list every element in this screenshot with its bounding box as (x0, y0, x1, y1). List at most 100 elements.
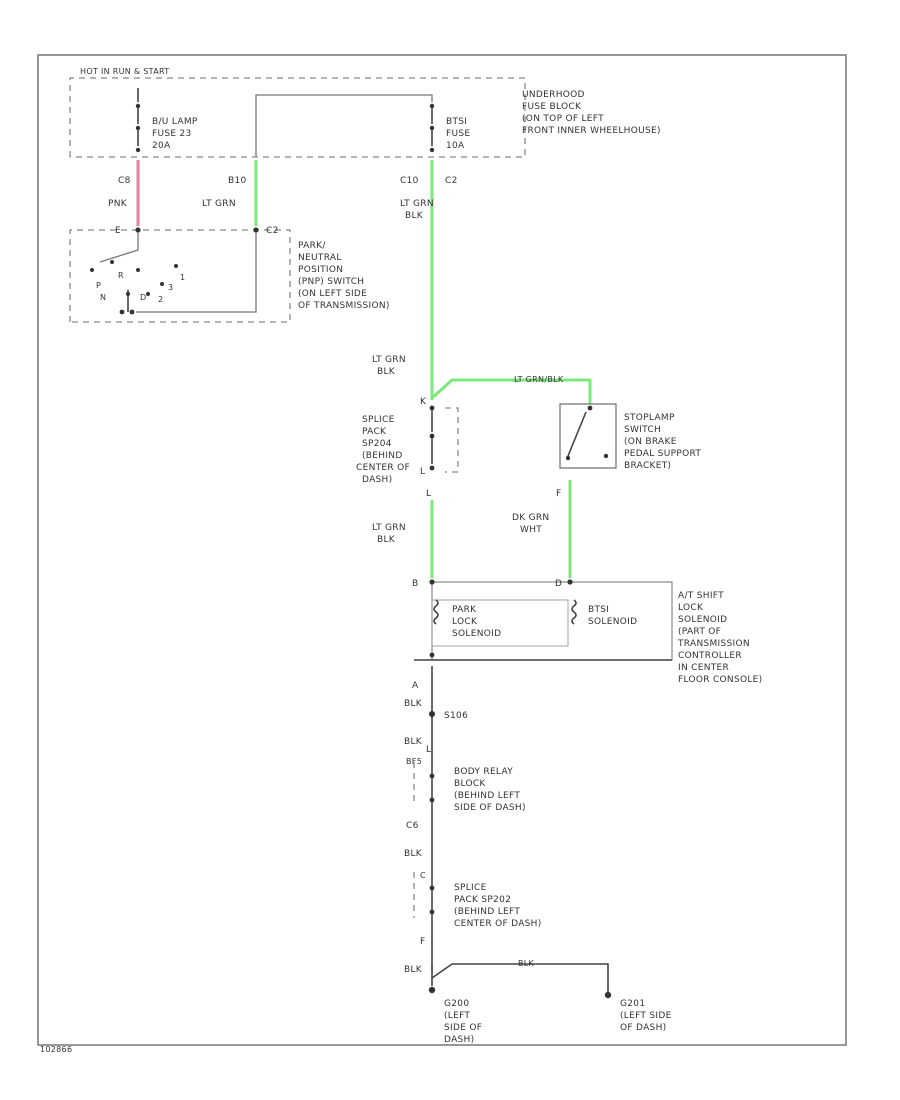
pnp-pos-r: R (118, 271, 124, 280)
sp202-label-4: CENTER OF DASH) (454, 919, 542, 929)
pnp-pos-3: 3 (168, 283, 173, 292)
wire-lt-grn-blk-label-1b: BLK (405, 211, 424, 221)
backlamp-fuse: B/U LAMP FUSE 23 20A (135, 103, 198, 153)
sp204-pin-k: K (420, 397, 427, 407)
shift-lock-pin-a: A (412, 681, 419, 691)
wire-dk-grn-wht-label-b: WHT (520, 525, 542, 535)
btsi-solenoid-label-2: SOLENOID (588, 617, 637, 627)
sp204-label-1: SPLICE (362, 415, 395, 425)
ground-pin-l: L (426, 745, 431, 755)
shift-lock-label-5: TRANSMISSION (677, 639, 750, 649)
pnp-label-5: (ON LEFT SIDE (298, 289, 367, 299)
sp204-label-2: PACK (362, 427, 387, 437)
btsi-fuse-label-1: BTSI (446, 117, 467, 127)
sp202-pin-f: F (420, 937, 425, 947)
splice-s106-label: S106 (444, 711, 468, 721)
g201-label-2: (LEFT SIDE (620, 1011, 672, 1021)
g200-label-1: G200 (444, 999, 469, 1009)
stoplamp-label-2: SWITCH (624, 425, 661, 435)
pnp-pin-e: E (115, 226, 121, 236)
sp204-pin-l-1: L (420, 467, 425, 477)
wire-blk-label-1: BLK (404, 699, 423, 709)
pnp-pos-p: P (96, 281, 101, 290)
pin-b10: B10 (228, 176, 247, 186)
body-relay-label-3: (BEHIND LEFT (454, 791, 520, 801)
wire-pnk-label: PNK (108, 199, 128, 209)
pnp-label-2: NEUTRAL (298, 253, 342, 263)
stoplamp-switch: STOPLAMP SWITCH (ON BRAKE PEDAL SUPPORT … (556, 403, 701, 499)
stoplamp-pin-f: F (556, 489, 561, 499)
body-relay-label-2: BLOCK (454, 779, 486, 789)
shift-lock-pin-d: D (555, 579, 562, 589)
park-lock-label-3: SOLENOID (452, 629, 501, 639)
g201-label-3: OF DASH) (620, 1023, 666, 1033)
splice-pack-sp204: K L L SPLICE PACK SP204 (BEHIND CENTER O… (356, 397, 459, 499)
btsi-fuse-label-3: 10A (446, 141, 465, 151)
backlamp-fuse-label-3: 20A (152, 141, 171, 151)
shift-lock-label-1: A/T SHIFT (678, 591, 724, 601)
sp204-label-6: DASH) (362, 475, 392, 485)
shift-lock-label-2: LOCK (678, 603, 704, 613)
wire-lt-grn-blk-label-1a: LT GRN (400, 199, 434, 209)
fuse-block-location-1: UNDERHOOD (522, 90, 585, 100)
pnp-pos-d: D (140, 293, 146, 302)
pin-c10: C10 (400, 176, 419, 186)
body-relay-label-4: SIDE OF DASH) (454, 803, 526, 813)
pnp-label-1: PARK/ (298, 241, 326, 251)
sp202-label-3: (BEHIND LEFT (454, 907, 520, 917)
wire-blk-label-3: BLK (404, 849, 423, 859)
body-relay-pin: BF5 (406, 757, 422, 766)
ground-path: A BLK S106 BLK L BF5 BODY RELAY BLOCK (B… (404, 666, 609, 992)
ground-g201: G201 (LEFT SIDE OF DASH) (604, 991, 672, 1033)
diagram-frame (37, 54, 847, 1046)
shift-lock-pin-b: B (412, 579, 418, 589)
connector-c6: C6 (406, 821, 419, 831)
fuse-block-header: HOT IN RUN & START (80, 67, 169, 76)
shift-lock-label-3: SOLENOID (678, 615, 727, 625)
pin-c8: C8 (118, 176, 131, 186)
shift-lock-solenoid: B D PARK LOCK SOLENOID BTSI SOLENOID A/T… (412, 579, 762, 685)
backlamp-fuse-label-2: FUSE 23 (152, 129, 192, 139)
btsi-fuse: BTSI FUSE 10A (429, 103, 470, 153)
wire-lt-grn-blk-top-label: LT GRN/BLK (514, 375, 564, 384)
pnp-label-3: POSITION (298, 265, 343, 275)
wire-lt-grn-blk-label-3b: BLK (377, 535, 396, 545)
stoplamp-label-1: STOPLAMP (624, 413, 675, 423)
figure-id: 102866 (40, 1045, 72, 1054)
park-lock-label-2: LOCK (452, 617, 478, 627)
fuse-block-location-2: FUSE BLOCK (522, 102, 582, 112)
wire-lt-grn-blk-label-3a: LT GRN (372, 523, 406, 533)
btsi-solenoid-label-1: BTSI (588, 605, 609, 615)
wire-blk-label-4: BLK (404, 965, 423, 975)
pnp-label-6: OF TRANSMISSION) (298, 301, 390, 311)
shift-lock-label-8: FLOOR CONSOLE) (678, 675, 762, 685)
g200-label-3: SIDE OF (444, 1023, 482, 1033)
sp202-label-1: SPLICE (454, 883, 487, 893)
sp202-pin-c: C (420, 871, 426, 880)
sp204-label-4: (BEHIND (362, 451, 403, 461)
backlamp-fuse-label-1: B/U LAMP (152, 117, 198, 127)
underhood-fuse-block: HOT IN RUN & START UNDERHOOD FUSE BLOCK … (69, 67, 661, 186)
g201-label-1: G201 (620, 999, 645, 1009)
wire-dk-grn-wht-label-a: DK GRN (512, 513, 549, 523)
sp204-pin-l-2: L (426, 489, 431, 499)
ground-g200: G200 (LEFT SIDE OF DASH) (428, 986, 482, 1045)
stoplamp-label-5: BRACKET) (624, 461, 671, 471)
wire-lt-grn-blk-to-stoplamp (430, 378, 592, 404)
sp202-label-2: PACK SP202 (454, 895, 511, 905)
pnp-pos-1: 1 (180, 273, 185, 282)
pnp-label-4: (PNP) SWITCH (298, 277, 364, 287)
fuse-block-location-3: (ON TOP OF LEFT (522, 114, 604, 124)
stoplamp-label-4: PEDAL SUPPORT (624, 449, 701, 459)
pnp-switch: E C2 P N R D 3 2 1 PARK/ NEUTRAL POSITIO… (69, 226, 390, 323)
g200-label-4: DASH) (444, 1035, 474, 1045)
wire-lt-grn-blk-label-2b: BLK (377, 367, 396, 377)
pnp-pos-2: 2 (158, 295, 163, 304)
pnp-pos-n: N (100, 293, 106, 302)
pin-c2: C2 (445, 176, 458, 186)
wire-blk-label-5: BLK (518, 959, 535, 968)
stoplamp-label-3: (ON BRAKE (624, 437, 677, 447)
shift-lock-label-6: CONTROLLER (678, 651, 742, 661)
fuse-block-location-4: FRONT INNER WHEELHOUSE) (522, 126, 661, 136)
